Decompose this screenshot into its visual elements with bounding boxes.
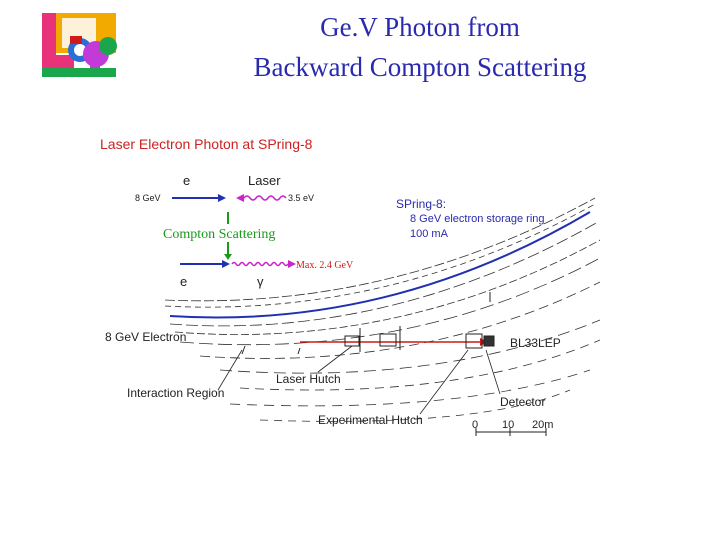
ring-current: 100 mA — [410, 228, 449, 240]
process-schematic: e Laser 8 GeV 3.5 eV Compton Scattering … — [135, 173, 354, 289]
laser-arrowhead — [236, 194, 244, 202]
electron-energy-label: 8 GeV — [135, 193, 161, 203]
scale-tick-10: 10 — [502, 419, 514, 431]
beamline-label: BL33LEP — [510, 336, 561, 350]
interaction-marks — [241, 345, 301, 355]
laser-label: Laser — [248, 173, 281, 188]
leader-lines — [217, 345, 501, 415]
electron-in-label: e — [183, 173, 190, 188]
title-line-1: Ge.V Photon from — [320, 12, 520, 42]
laser-wave — [243, 195, 287, 201]
title-line-2: Backward Compton Scattering — [253, 52, 587, 82]
equipment — [344, 292, 495, 352]
photon-arrowhead — [288, 260, 296, 268]
ring-desc: 8 GeV electron storage ring — [410, 213, 545, 225]
electron-beam-label: 8 GeV Electron — [105, 330, 186, 344]
photon-out-label: γ — [257, 274, 264, 289]
scale-bar: 0 10 20m — [472, 419, 553, 436]
experimental-hutch-label: Experimental Hutch — [318, 413, 423, 427]
compton-arrowhead — [224, 254, 232, 260]
scale-tick-0: 0 — [472, 419, 478, 431]
compton-label: Compton Scattering — [163, 227, 275, 242]
storage-ring — [164, 197, 601, 422]
ring-name: SPring-8: — [396, 197, 446, 211]
electron-out-label: e — [180, 274, 187, 289]
electron-in-arrowhead — [218, 194, 226, 202]
diagram-heading: Laser Electron Photon at SPring-8 — [100, 136, 313, 152]
photon-wave — [231, 261, 289, 267]
laser-energy-label: 3.5 eV — [288, 193, 314, 203]
leps-logo — [40, 10, 118, 80]
detector-label: Detector — [500, 395, 545, 409]
laser-hutch-label: Laser Hutch — [276, 372, 341, 386]
photon-max-label: Max. 2.4 GeV — [296, 260, 354, 271]
electron-out-arrowhead — [222, 260, 230, 268]
scale-tick-20m: 20m — [532, 419, 553, 431]
interaction-region-label: Interaction Region — [127, 386, 224, 400]
